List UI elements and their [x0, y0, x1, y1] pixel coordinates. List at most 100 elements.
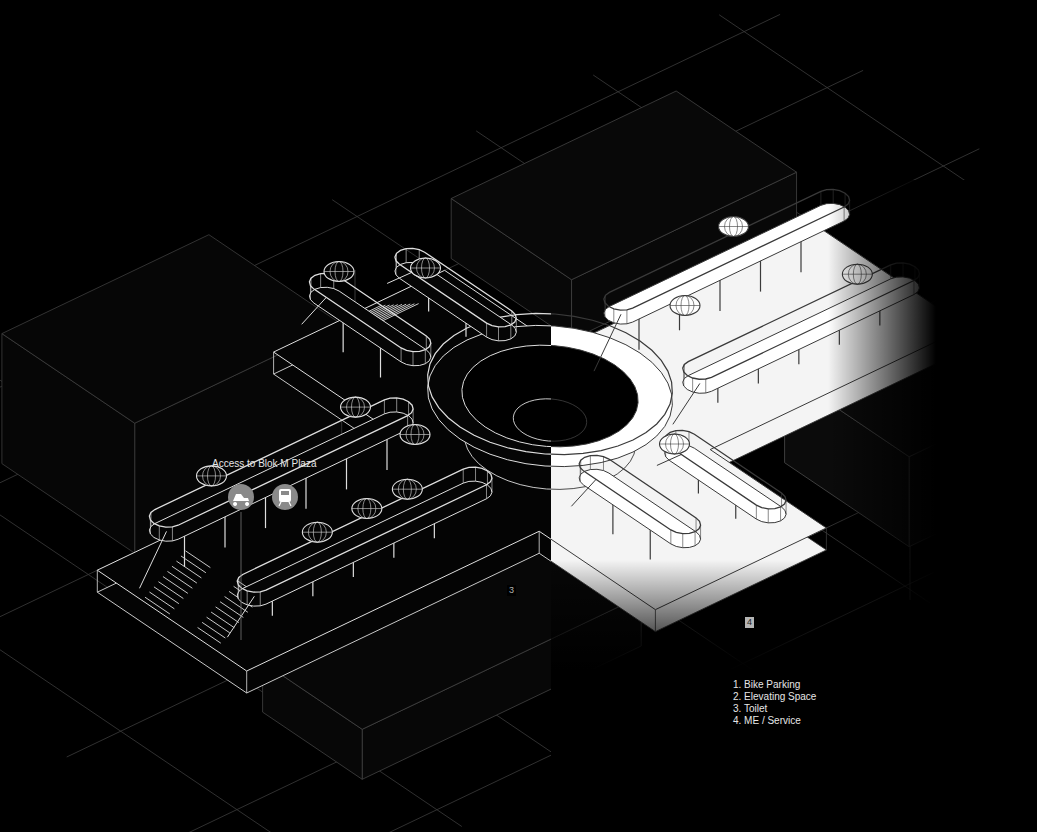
railing-post	[486, 485, 487, 499]
train-glyph	[279, 489, 291, 502]
callout-number: 3	[507, 585, 516, 596]
pod-rib	[352, 508, 382, 509]
stair-step	[185, 551, 210, 568]
railing-post	[511, 311, 512, 325]
key-item: 4. ME / Service	[733, 715, 801, 727]
scooter-icon	[228, 484, 254, 510]
railing	[237, 467, 492, 592]
key-item: 1. Bike Parking	[733, 679, 800, 691]
escalator	[387, 272, 412, 283]
railing-post	[247, 591, 248, 605]
escalator	[302, 297, 327, 324]
railing-post	[486, 323, 487, 337]
train-window	[281, 491, 289, 495]
stair-step	[149, 592, 174, 609]
stair-step	[378, 304, 414, 321]
stair-step	[172, 566, 197, 583]
pod-rib	[660, 444, 690, 445]
railing-post	[310, 286, 311, 300]
railing-post	[395, 261, 396, 275]
railing-post	[603, 457, 604, 471]
railing-post	[413, 352, 414, 366]
fade-floor	[551, 670, 1037, 832]
pod	[341, 397, 371, 417]
railing-post	[172, 527, 173, 541]
stair-step	[220, 602, 243, 618]
leader-line	[241, 512, 242, 640]
pod-rib	[324, 271, 354, 272]
escalator	[673, 383, 700, 424]
railing-post	[613, 309, 614, 323]
spiral-stair	[551, 399, 587, 441]
railing	[149, 398, 413, 527]
access-note: Access to Blok M Plaza	[212, 458, 316, 470]
stair-step	[158, 582, 183, 599]
railing-post	[682, 534, 683, 548]
stair-step	[163, 577, 188, 594]
ring-deck	[428, 325, 551, 466]
pod	[302, 522, 332, 542]
railing	[395, 248, 516, 326]
railing-post	[692, 378, 693, 392]
scooter-glyph	[233, 494, 249, 506]
key-item: 3. Toilet	[733, 703, 767, 715]
railing-post	[487, 471, 488, 485]
slab-edge	[246, 671, 247, 693]
escalator	[657, 454, 682, 465]
railing-post	[426, 336, 427, 350]
train-icon	[272, 484, 298, 510]
ring-rail	[551, 313, 672, 454]
stair-step	[145, 597, 170, 614]
pod-rib	[197, 475, 227, 476]
pod	[411, 258, 441, 278]
railing-post	[475, 467, 476, 481]
railing-post	[320, 274, 321, 288]
construction-lines	[0, 14, 1037, 832]
pod	[392, 479, 422, 499]
slab-edge	[539, 531, 540, 553]
pod-rib	[400, 434, 430, 435]
ring-inner	[462, 345, 551, 447]
railing-post	[396, 398, 397, 412]
stair-step	[167, 571, 192, 588]
railing-post	[408, 402, 409, 416]
pod-rib	[341, 407, 371, 408]
escalator	[571, 479, 596, 506]
railing-post	[159, 526, 160, 540]
block-top	[2, 235, 342, 424]
stair-step	[211, 612, 234, 628]
slab-edge	[97, 570, 98, 592]
pod	[352, 499, 382, 519]
railing-post	[498, 327, 499, 341]
callout-number: 4	[745, 617, 754, 628]
railing-post	[406, 249, 407, 263]
pod-rib	[302, 532, 332, 533]
escalator	[594, 314, 621, 371]
railing-post	[260, 592, 261, 606]
pod-rib	[411, 268, 441, 269]
pod	[400, 425, 430, 445]
ring-inner	[551, 345, 638, 447]
stair-step	[207, 617, 230, 633]
stair-step	[198, 628, 221, 644]
fade-bottom	[551, 560, 1037, 670]
railing-post	[510, 325, 511, 339]
slab-edge	[273, 352, 274, 374]
railing-post	[626, 310, 627, 324]
railing-post	[401, 348, 402, 362]
stair-step	[202, 622, 225, 638]
railing-post	[590, 456, 591, 470]
floor-slab	[97, 226, 551, 671]
train-legs	[279, 502, 291, 506]
railing-post	[696, 518, 697, 532]
stair-step	[154, 587, 179, 604]
pod	[660, 434, 690, 454]
stair-step	[216, 607, 239, 623]
railing-post	[580, 468, 581, 482]
railing-post	[670, 530, 671, 544]
stair-step	[176, 561, 201, 578]
spiral-stair	[513, 399, 551, 441]
